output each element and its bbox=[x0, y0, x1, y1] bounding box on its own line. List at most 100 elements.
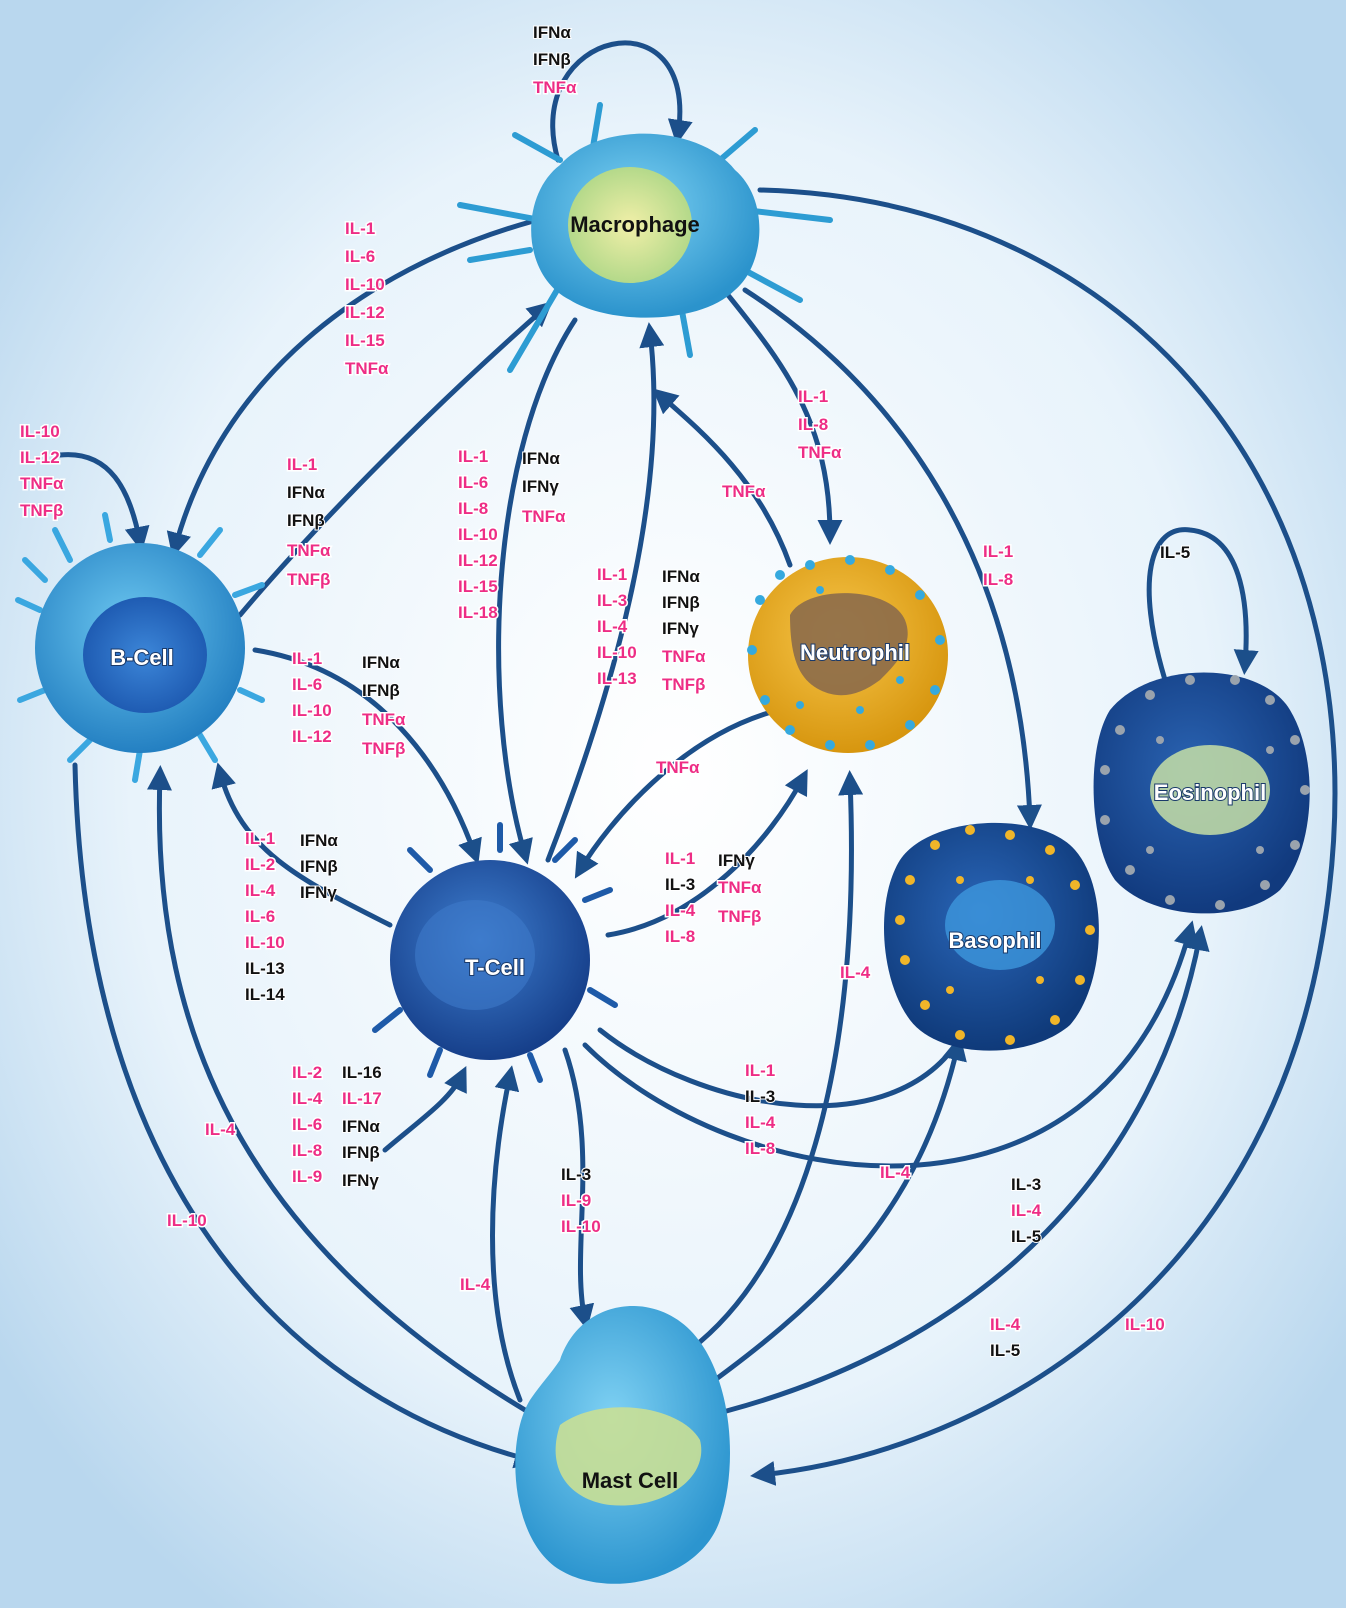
cytokine-label: TNFα bbox=[718, 878, 762, 897]
mast-cell-label: Mast Cell bbox=[582, 1468, 679, 1493]
cytokine-label: IL-13 bbox=[245, 959, 285, 978]
t-cell-label: T-Cell bbox=[465, 955, 525, 980]
cytokine-label: IL-10 bbox=[167, 1211, 207, 1230]
cytokine-label: IL-4 bbox=[460, 1275, 491, 1294]
cytokine-label: TNFβ bbox=[662, 675, 705, 694]
cytokine-label: TNFα bbox=[362, 710, 406, 729]
cytokine-label: TNFα bbox=[20, 474, 64, 493]
cytokine-label: IL-2 bbox=[292, 1063, 322, 1082]
cytokine-label: IL-1 bbox=[245, 829, 275, 848]
eosinophil-cell: Eosinophil bbox=[1093, 672, 1310, 914]
cytokine-label: IL-17 bbox=[342, 1089, 382, 1108]
cytokine-label: IL-3 bbox=[665, 875, 695, 894]
cytokine-label: TNFβ bbox=[20, 501, 63, 520]
arrow-neut-to-mac bbox=[652, 388, 793, 568]
arrow-mast-to-eos bbox=[687, 925, 1210, 1423]
cytokine-label: IL-8 bbox=[798, 415, 828, 434]
cytokine-label: IL-4 bbox=[665, 901, 696, 920]
cytokine-label: TNFβ bbox=[287, 570, 330, 589]
cytokine-label: IFNγ bbox=[522, 477, 559, 496]
cytokine-label: TNFα bbox=[656, 758, 700, 777]
cytokine-label: IFNγ bbox=[662, 619, 699, 638]
cytokine-label: IFNβ bbox=[287, 511, 325, 530]
neutrophil-label: Neutrophil bbox=[800, 640, 910, 665]
arrow-eos-self bbox=[1146, 527, 1259, 683]
cytokine-label: IFNα bbox=[662, 567, 700, 586]
eosinophil-label: Eosinophil bbox=[1154, 780, 1266, 805]
cytokine-label: TNFβ bbox=[718, 907, 761, 926]
cytokine-label: IL-2 bbox=[245, 855, 275, 874]
cytokine-label: IL-8 bbox=[745, 1139, 775, 1158]
cytokine-label: IL-18 bbox=[458, 603, 498, 622]
arrow-mast-to-b bbox=[146, 765, 528, 1413]
cytokine-label: TNFα bbox=[533, 78, 577, 97]
cytokine-label: IL-1 bbox=[458, 447, 488, 466]
cytokine-label: IFNα bbox=[342, 1117, 380, 1136]
arrow-t-to-mast bbox=[562, 1047, 595, 1330]
cytokine-label: IL-10 bbox=[345, 275, 385, 294]
arrow-mac-self bbox=[550, 40, 693, 163]
cytokine-label: IL-6 bbox=[345, 247, 375, 266]
cytokine-label: IL-4 bbox=[245, 881, 276, 900]
arrow-t-to-neut bbox=[605, 769, 808, 938]
cytokine-label: IL-14 bbox=[245, 985, 285, 1004]
macrophage-label: Macrophage bbox=[570, 212, 700, 237]
cytokine-label: IL-4 bbox=[990, 1315, 1021, 1334]
cytokine-label: IL-10 bbox=[245, 933, 285, 952]
neutrophil-cell: Neutrophil bbox=[747, 555, 948, 753]
cytokine-label: IL-10 bbox=[20, 422, 60, 441]
cytokine-label: IL-6 bbox=[292, 1115, 322, 1134]
cytokine-label: IL-10 bbox=[458, 525, 498, 544]
cytokine-label: IL-8 bbox=[292, 1141, 322, 1160]
arrow-t-to-b bbox=[211, 762, 393, 928]
arrow-mac-to-t bbox=[496, 317, 578, 865]
cytokine-label: IFNγ bbox=[300, 883, 337, 902]
cytokine-label: IL-9 bbox=[292, 1167, 322, 1186]
arrow-neut-to-t bbox=[574, 710, 771, 879]
cytokine-label: IL-15 bbox=[345, 331, 385, 350]
arrow-mac-to-b bbox=[166, 219, 533, 558]
cytokine-label: IL-8 bbox=[458, 499, 488, 518]
cytokine-label: IL-5 bbox=[1160, 543, 1190, 562]
cytokine-label: IL-6 bbox=[245, 907, 275, 926]
cytokine-label: IFNα bbox=[362, 653, 400, 672]
cytokine-label: IFNα bbox=[300, 831, 338, 850]
cytokine-labels: IFNα IFNβ TNFα IL-1 IL-6 IL-10 IL-12 IL-… bbox=[19, 22, 1192, 1361]
cytokine-label: IL-3 bbox=[561, 1165, 591, 1184]
basophil-cell: Basophil bbox=[883, 822, 1099, 1051]
macrophage-cell: Macrophage bbox=[457, 102, 833, 373]
cytokine-label: IL-4 bbox=[1011, 1201, 1042, 1220]
cytokine-label: IL-4 bbox=[745, 1113, 776, 1132]
cytokine-label: IL-1 bbox=[983, 542, 1013, 561]
arrows bbox=[57, 40, 1338, 1486]
cytokine-label: IL-6 bbox=[458, 473, 488, 492]
arrow-t-to-eos bbox=[582, 920, 1199, 1169]
cytokine-label: IL-1 bbox=[665, 849, 695, 868]
cytokine-label: IL-6 bbox=[292, 675, 322, 694]
arrow-b-to-t bbox=[252, 647, 482, 865]
cytokine-label: IFNα bbox=[522, 449, 560, 468]
cytokine-label: IL-4 bbox=[880, 1163, 911, 1182]
cytokine-label: TNFα bbox=[798, 443, 842, 462]
mast-cell: Mast Cell bbox=[515, 1306, 730, 1584]
arrow-mac-to-baso bbox=[742, 287, 1042, 830]
cytokine-label: IL-10 bbox=[292, 701, 332, 720]
cytokine-label: IL-13 bbox=[597, 669, 637, 688]
cytokine-label: IL-1 bbox=[745, 1061, 775, 1080]
cytokine-label: TNFα bbox=[287, 541, 331, 560]
cytokine-label: IFNβ bbox=[662, 593, 700, 612]
cytokine-label: IFNγ bbox=[718, 851, 755, 870]
cytokine-label: IL-1 bbox=[345, 219, 375, 238]
cytokine-label: IFNβ bbox=[362, 681, 400, 700]
arrow-b-to-mac bbox=[237, 301, 553, 618]
cytokine-label: IL-10 bbox=[561, 1217, 601, 1236]
cytokine-label: IL-5 bbox=[1011, 1227, 1041, 1246]
cytokine-label: IFNα bbox=[533, 23, 571, 42]
cytokine-label: IL-12 bbox=[292, 727, 332, 746]
cytokine-label: TNFα bbox=[722, 482, 766, 501]
cytokine-label: IL-3 bbox=[1011, 1175, 1041, 1194]
cytokine-label: IL-12 bbox=[345, 303, 385, 322]
cytokine-label: IL-9 bbox=[561, 1191, 591, 1210]
